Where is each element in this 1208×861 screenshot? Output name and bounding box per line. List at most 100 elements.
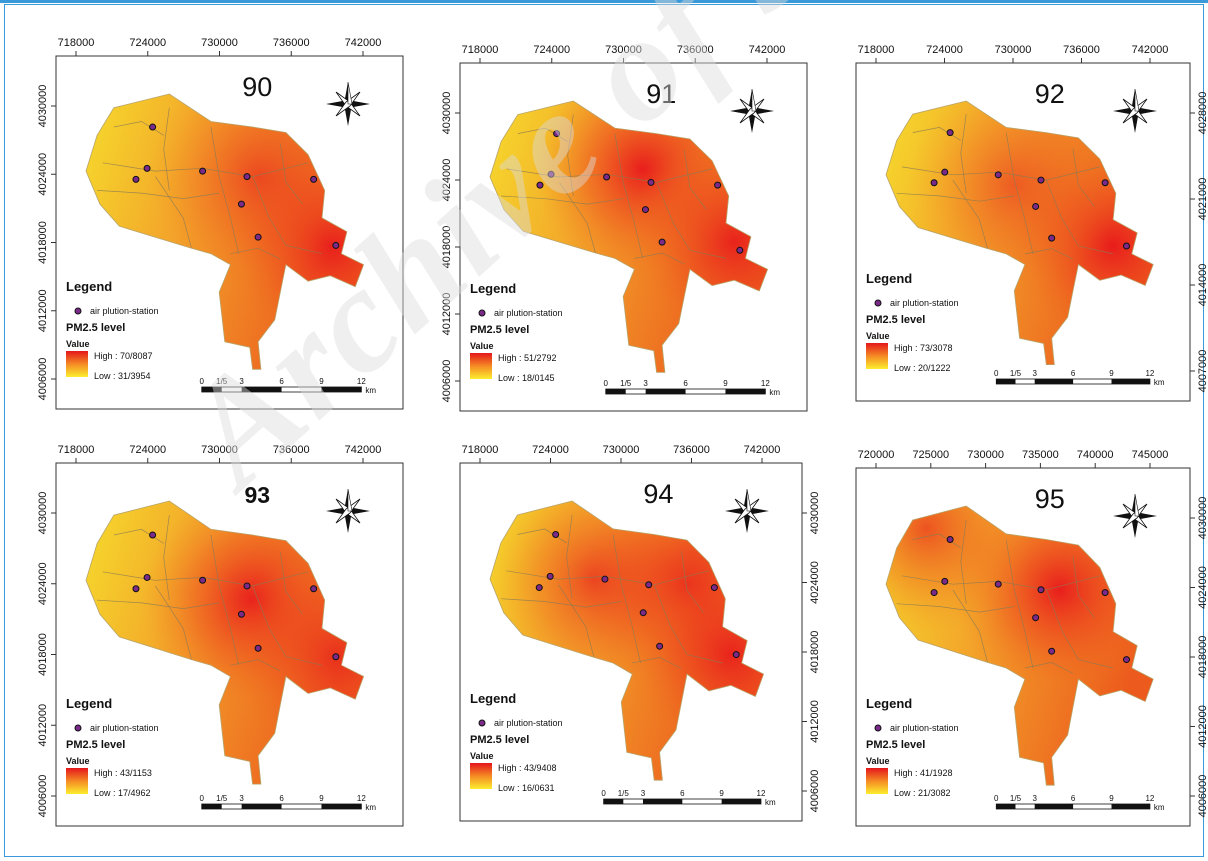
legend-title: Legend	[66, 696, 112, 711]
legend-value-label: Value	[470, 341, 494, 351]
station-marker	[254, 644, 262, 652]
x-tick-label: 745000	[1132, 449, 1169, 461]
map-year-title: 94	[643, 479, 673, 509]
legend-low-value: Low : 20/1222	[894, 363, 951, 373]
y-tick-label: 4030000	[37, 85, 49, 128]
legend-value-label: Value	[866, 331, 890, 341]
legend-value-label: Value	[66, 339, 90, 349]
x-tick-label: 724000	[129, 37, 166, 49]
scale-bar	[995, 378, 1151, 385]
y-tick-label: 4018000	[809, 631, 821, 674]
station-marker	[199, 167, 207, 175]
station-marker	[1101, 179, 1109, 187]
north-arrow-icon	[730, 88, 774, 133]
x-tick-label: 730000	[603, 444, 640, 456]
station-marker	[658, 238, 666, 246]
scale-tick-label: 6	[279, 377, 284, 386]
legend-station-marker	[874, 299, 882, 307]
y-tick-label: 4024000	[37, 562, 49, 605]
station-marker	[1122, 656, 1130, 664]
station-marker	[946, 129, 954, 137]
frame-top-border	[0, 0, 1208, 3]
x-tick-label: 730000	[995, 44, 1032, 56]
x-tick-label: 742000	[1132, 44, 1169, 56]
y-tick-label: 4030000	[37, 492, 49, 535]
north-arrow-icon	[326, 488, 370, 533]
x-tick-label: 730000	[201, 37, 238, 49]
north-arrow-icon	[1113, 493, 1157, 538]
x-tick-label: 735000	[1022, 449, 1059, 461]
station-marker	[941, 577, 949, 585]
legend-pm-label: PM2.5 level	[866, 314, 925, 326]
city-outline	[85, 500, 365, 785]
y-tick-label: 4012000	[441, 293, 453, 336]
scale-bar	[605, 388, 766, 395]
y-tick-label: 4018000	[1197, 636, 1208, 679]
map-year-title: 93	[244, 482, 270, 508]
station-marker	[143, 164, 151, 172]
station-marker	[645, 581, 653, 589]
scale-tick-label: 1/5	[1010, 794, 1022, 803]
legend-station-label: air plution-station	[90, 306, 159, 316]
map-year-title: 91	[646, 79, 676, 109]
map-year-title: 90	[242, 72, 272, 102]
y-tick-label: 4014000	[1197, 264, 1208, 307]
scale-tick-label: 12	[357, 794, 366, 803]
station-marker	[1037, 586, 1045, 594]
y-tick-label: 4030000	[809, 492, 821, 535]
station-marker	[237, 610, 245, 618]
scale-tick-label: 0	[200, 377, 205, 386]
scale-tick-label: 0	[994, 794, 999, 803]
legend-color-ramp	[470, 763, 492, 789]
scale-tick-label: 12	[757, 789, 766, 798]
city-outline	[885, 505, 1154, 786]
scale-unit-label: km	[365, 803, 376, 812]
station-marker	[132, 585, 140, 593]
x-tick-label: 730000	[967, 449, 1004, 461]
legend-station-label: air plution-station	[90, 723, 159, 733]
scale-tick-label: 6	[680, 789, 685, 798]
x-tick-label: 742000	[749, 44, 786, 56]
station-marker	[243, 173, 251, 181]
legend-high-value: High : 73/3078	[894, 343, 953, 353]
legend-low-value: Low : 17/4962	[94, 788, 151, 798]
scale-tick-label: 6	[279, 794, 284, 803]
station-marker	[647, 178, 655, 186]
x-tick-label: 724000	[129, 444, 166, 456]
legend-color-ramp	[866, 768, 888, 794]
scale-unit-label: km	[1154, 378, 1165, 387]
x-tick-label: 725000	[912, 449, 949, 461]
scale-tick-label: 6	[1071, 369, 1076, 378]
scale-tick-label: 3	[1032, 369, 1037, 378]
scale-tick-label: 0	[200, 794, 205, 803]
legend-station-label: air plution-station	[890, 298, 959, 308]
station-marker	[639, 609, 647, 617]
station-marker	[641, 206, 649, 214]
y-tick-label: 4012000	[1197, 705, 1208, 748]
scale-unit-label: km	[769, 388, 780, 397]
scale-tick-label: 0	[601, 789, 606, 798]
scale-tick-label: 1/5	[1010, 369, 1022, 378]
station-marker	[553, 130, 561, 138]
scale-tick-label: 3	[1032, 794, 1037, 803]
station-marker	[930, 589, 938, 597]
x-tick-label: 736000	[673, 444, 710, 456]
legend-color-ramp	[66, 768, 88, 794]
y-tick-label: 4018000	[37, 221, 49, 264]
station-marker	[941, 168, 949, 176]
station-marker	[552, 531, 560, 539]
legend-color-ramp	[470, 353, 492, 379]
legend-title: Legend	[470, 691, 516, 706]
station-marker	[946, 536, 954, 544]
scale-tick-label: 1/5	[620, 379, 632, 388]
scale-tick-label: 1/5	[618, 789, 630, 798]
y-tick-label: 4007000	[1197, 350, 1208, 393]
legend-value-label: Value	[66, 756, 90, 766]
y-tick-label: 4030000	[441, 92, 453, 135]
station-marker	[930, 179, 938, 187]
